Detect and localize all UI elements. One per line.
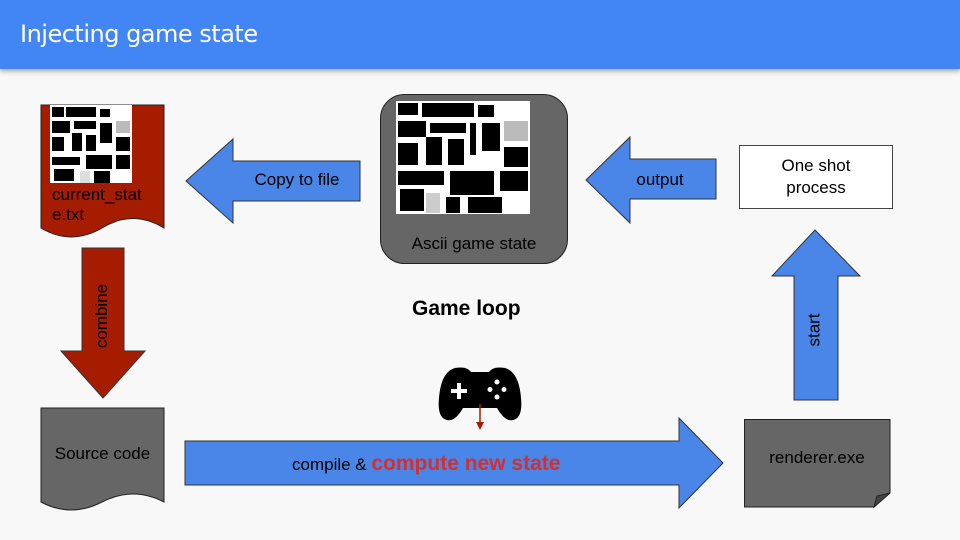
copy-to-file-label: Copy to file [254,170,340,189]
output-arrow [585,135,717,225]
header-bar: Injecting game state [0,0,960,69]
current-state-label: current_state.txt [52,185,142,224]
source-code-label: Source code [54,444,151,463]
combine-arrow [59,247,147,399]
ascii-art-icon [396,101,530,214]
copy-to-file-arrow [185,137,361,225]
start-label: start [804,313,824,347]
gamepad-icon [438,367,522,430]
compute-new-state-text: compute new state [371,452,561,475]
output-label: output [636,170,684,189]
game-loop-title: Game loop [412,297,521,320]
renderer-label: renderer.exe [769,448,865,467]
compile-arrow [184,416,724,510]
ascii-art-icon [50,105,132,183]
start-arrow [770,229,862,401]
one-shot-process-box: One shot process [739,145,893,209]
source-code-document [40,407,165,511]
compile-prefix: compile & [292,455,372,474]
combine-label: combine [92,283,112,349]
ascii-game-state-label: Ascii game state [411,234,537,253]
renderer-document [744,419,891,509]
page-title: Injecting game state [20,20,258,48]
compile-label: compile & compute new state [292,452,560,476]
